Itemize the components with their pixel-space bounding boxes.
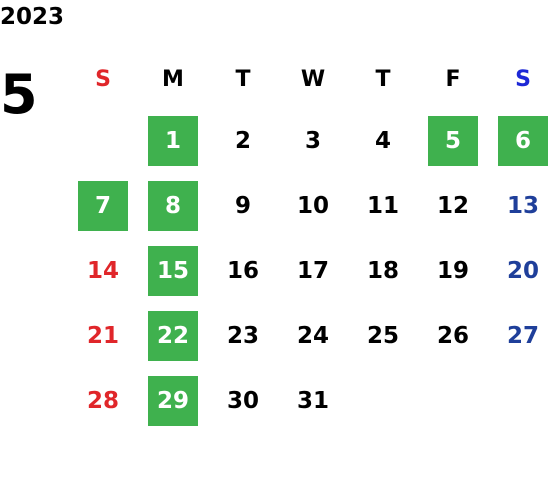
day-number: 19 [436, 257, 469, 284]
day-number: 4 [374, 127, 391, 154]
day-number: 12 [436, 192, 469, 219]
day-number: 2 [234, 127, 251, 154]
weekday-header: S [95, 66, 111, 92]
day-number: 26 [436, 322, 469, 349]
day-cell[interactable]: 1 [138, 108, 208, 173]
day-number: 15 [148, 245, 198, 296]
day-cell[interactable]: 31 [278, 368, 348, 433]
day-number: 20 [506, 257, 539, 284]
day-cell[interactable]: 25 [348, 303, 418, 368]
day-number: 14 [86, 257, 119, 284]
day-number: 16 [226, 257, 259, 284]
weekday-header: F [445, 66, 461, 92]
day-number: 9 [234, 192, 251, 219]
day-cell[interactable]: 8 [138, 173, 208, 238]
day-number: 25 [366, 322, 399, 349]
day-number: 11 [366, 192, 399, 219]
day-cell[interactable]: 27 [488, 303, 548, 368]
day-cell[interactable]: 7 [68, 173, 138, 238]
day-number: 21 [86, 322, 119, 349]
day-cell[interactable]: 13 [488, 173, 548, 238]
day-number: 31 [296, 387, 329, 414]
day-number: 18 [366, 257, 399, 284]
day-cell[interactable]: 29 [138, 368, 208, 433]
day-cell[interactable]: 19 [418, 238, 488, 303]
day-number: 10 [296, 192, 329, 219]
day-cell[interactable]: 5 [418, 108, 488, 173]
day-cell[interactable]: 4 [348, 108, 418, 173]
day-cell[interactable]: 17 [278, 238, 348, 303]
day-number: 30 [226, 387, 259, 414]
weekday-header: M [162, 66, 184, 92]
day-number: 5 [428, 115, 478, 166]
weekday-header: T [375, 66, 391, 92]
day-number: 3 [304, 127, 321, 154]
weekday-header: W [300, 66, 326, 92]
day-number: 1 [148, 115, 198, 166]
day-cell[interactable]: 3 [278, 108, 348, 173]
day-number: 8 [148, 180, 198, 231]
day-cell[interactable]: 26 [418, 303, 488, 368]
day-cell[interactable]: 15 [138, 238, 208, 303]
day-cell[interactable]: 24 [278, 303, 348, 368]
day-cell[interactable]: 11 [348, 173, 418, 238]
day-number: 17 [296, 257, 329, 284]
calendar-year: 2023 [0, 4, 65, 30]
day-number: 22 [148, 310, 198, 361]
weekday-header: T [235, 66, 251, 92]
day-cell[interactable]: 23 [208, 303, 278, 368]
calendar-month: 5 [0, 63, 38, 126]
day-cell[interactable]: 9 [208, 173, 278, 238]
empty-day-cell [68, 108, 138, 173]
day-cell[interactable]: 6 [488, 108, 548, 173]
day-cell[interactable]: 28 [68, 368, 138, 433]
day-number: 23 [226, 322, 259, 349]
day-number: 27 [506, 322, 539, 349]
day-cell[interactable]: 22 [138, 303, 208, 368]
day-number: 28 [86, 387, 119, 414]
day-cell[interactable]: 14 [68, 238, 138, 303]
day-cell[interactable]: 30 [208, 368, 278, 433]
day-number: 6 [498, 115, 548, 166]
day-cell[interactable]: 2 [208, 108, 278, 173]
day-number: 7 [78, 180, 128, 231]
day-number: 24 [296, 322, 329, 349]
day-cell[interactable]: 10 [278, 173, 348, 238]
day-cell[interactable]: 16 [208, 238, 278, 303]
day-number: 29 [148, 375, 198, 426]
day-cell[interactable]: 18 [348, 238, 418, 303]
weekday-header: S [515, 66, 531, 92]
day-cell[interactable]: 12 [418, 173, 488, 238]
day-cell[interactable]: 20 [488, 238, 548, 303]
day-number: 13 [506, 192, 539, 219]
day-cell[interactable]: 21 [68, 303, 138, 368]
